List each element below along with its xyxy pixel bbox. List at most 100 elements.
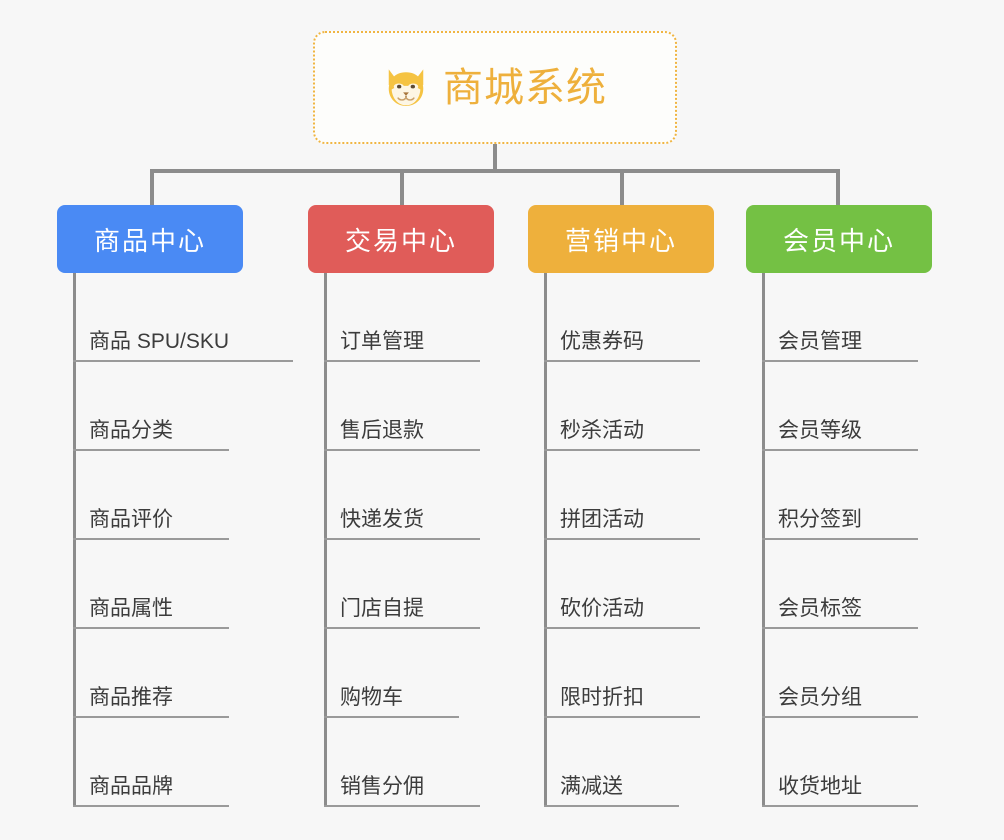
list-item-rule <box>73 627 229 629</box>
branch-items-member: 会员管理 会员等级 积分签到 会员标签 会员分组 <box>746 273 932 807</box>
list-item-rule <box>324 805 480 807</box>
branch-header-marketing[interactable]: 营销中心 <box>528 205 714 273</box>
list-item-rule <box>324 627 480 629</box>
list-item[interactable]: 限时折扣 <box>528 629 714 718</box>
list-item-label: 商品评价 <box>89 508 173 531</box>
list-item-rule <box>73 360 293 362</box>
connector-drop-2 <box>400 171 404 207</box>
list-item-rule <box>762 805 918 807</box>
list-item[interactable]: 拼团活动 <box>528 451 714 540</box>
list-item-label: 购物车 <box>340 686 403 709</box>
list-item-label: 优惠券码 <box>560 330 644 353</box>
list-item-label: 会员管理 <box>778 330 862 353</box>
shiba-dog-face-icon <box>388 68 424 106</box>
list-item[interactable]: 商品品牌 <box>57 718 243 807</box>
branch-header-label: 商品中心 <box>93 225 206 256</box>
list-item-rule <box>324 538 480 540</box>
list-item-label: 满减送 <box>560 775 623 798</box>
list-item-label: 商品分类 <box>89 419 173 442</box>
list-item-rule <box>544 360 700 362</box>
branch-header-label: 会员中心 <box>782 225 895 256</box>
root-node-area: 商城系统 <box>0 0 1004 148</box>
list-item[interactable]: 销售分佣 <box>308 718 494 807</box>
list-item-rule <box>544 538 700 540</box>
list-item-rule <box>73 716 229 718</box>
branch-header-trade[interactable]: 交易中心 <box>308 205 494 273</box>
list-item-rule <box>544 627 700 629</box>
branch-items-product: 商品 SPU/SKU 商品分类 商品评价 商品属性 商品推荐 <box>57 273 293 807</box>
branch-header-member[interactable]: 会员中心 <box>746 205 932 273</box>
list-item[interactable]: 会员分组 <box>746 629 932 718</box>
list-item[interactable]: 优惠券码 <box>528 273 714 362</box>
list-item-rule <box>73 538 229 540</box>
list-item-rule <box>544 449 700 451</box>
branch-header-label: 交易中心 <box>344 225 457 256</box>
list-item-label: 拼团活动 <box>560 508 644 531</box>
list-item-label: 会员分组 <box>778 686 862 709</box>
list-item-label: 门店自提 <box>340 597 424 620</box>
connector-drop-4 <box>836 171 840 207</box>
branch-trunk <box>544 273 547 807</box>
list-item-label: 快递发货 <box>340 508 424 531</box>
branch-trunk <box>762 273 765 807</box>
root-title: 商城系统 <box>443 65 607 110</box>
branch-header-product[interactable]: 商品中心 <box>57 205 243 273</box>
list-item[interactable]: 积分签到 <box>746 451 932 540</box>
list-item[interactable]: 商品推荐 <box>57 629 243 718</box>
list-item-rule <box>324 716 459 718</box>
list-item[interactable]: 收货地址 <box>746 718 932 807</box>
list-item-label: 会员等级 <box>778 419 862 442</box>
list-item-rule <box>762 449 918 451</box>
list-item-rule <box>762 538 918 540</box>
list-item-label: 砍价活动 <box>560 597 644 620</box>
list-item[interactable]: 商品评价 <box>57 451 243 540</box>
list-item-rule <box>762 627 918 629</box>
branch-trunk <box>73 273 76 807</box>
list-item-label: 售后退款 <box>340 419 424 442</box>
list-item-label: 商品推荐 <box>89 686 173 709</box>
list-item[interactable]: 商品 SPU/SKU <box>57 273 293 362</box>
list-item-rule <box>762 360 918 362</box>
branch-column-trade: 交易中心 订单管理 售后退款 快递发货 门店自提 <box>308 205 494 807</box>
list-item[interactable]: 购物车 <box>308 629 494 718</box>
branch-column-marketing: 营销中心 优惠券码 秒杀活动 拼团活动 砍价活动 <box>528 205 714 807</box>
list-item[interactable]: 订单管理 <box>308 273 494 362</box>
list-item-label: 商品属性 <box>89 597 173 620</box>
list-item[interactable]: 会员等级 <box>746 362 932 451</box>
list-item[interactable]: 门店自提 <box>308 540 494 629</box>
branch-header-label: 营销中心 <box>564 225 677 256</box>
list-item-label: 商品品牌 <box>89 775 173 798</box>
list-item-label: 会员标签 <box>778 597 862 620</box>
list-item-label: 订单管理 <box>340 330 424 353</box>
branch-column-member: 会员中心 会员管理 会员等级 积分签到 会员标签 <box>746 205 932 807</box>
connector-stem <box>493 144 497 171</box>
list-item-label: 收货地址 <box>778 775 862 798</box>
list-item-rule <box>762 716 918 718</box>
list-item[interactable]: 售后退款 <box>308 362 494 451</box>
branch-trunk <box>324 273 327 807</box>
connector-bus <box>150 169 840 173</box>
branch-items-trade: 订单管理 售后退款 快递发货 门店自提 购物车 <box>308 273 494 807</box>
list-item[interactable]: 商品属性 <box>57 540 243 629</box>
list-item-label: 积分签到 <box>778 508 862 531</box>
list-item-rule <box>73 805 229 807</box>
connector-drop-3 <box>620 171 624 207</box>
list-item-label: 秒杀活动 <box>560 419 644 442</box>
list-item[interactable]: 会员标签 <box>746 540 932 629</box>
root-node[interactable]: 商城系统 <box>313 31 677 144</box>
list-item[interactable]: 满减送 <box>528 718 714 807</box>
list-item[interactable]: 商品分类 <box>57 362 243 451</box>
list-item-label: 商品 SPU/SKU <box>89 330 230 353</box>
list-item[interactable]: 会员管理 <box>746 273 932 362</box>
list-item[interactable]: 秒杀活动 <box>528 362 714 451</box>
list-item-rule <box>544 716 700 718</box>
list-item-rule <box>324 360 480 362</box>
list-item-label: 限时折扣 <box>560 686 644 709</box>
list-item[interactable]: 砍价活动 <box>528 540 714 629</box>
list-item-rule <box>73 449 229 451</box>
list-item[interactable]: 快递发货 <box>308 451 494 540</box>
connector-drop-1 <box>150 171 154 207</box>
list-item-rule <box>324 449 480 451</box>
